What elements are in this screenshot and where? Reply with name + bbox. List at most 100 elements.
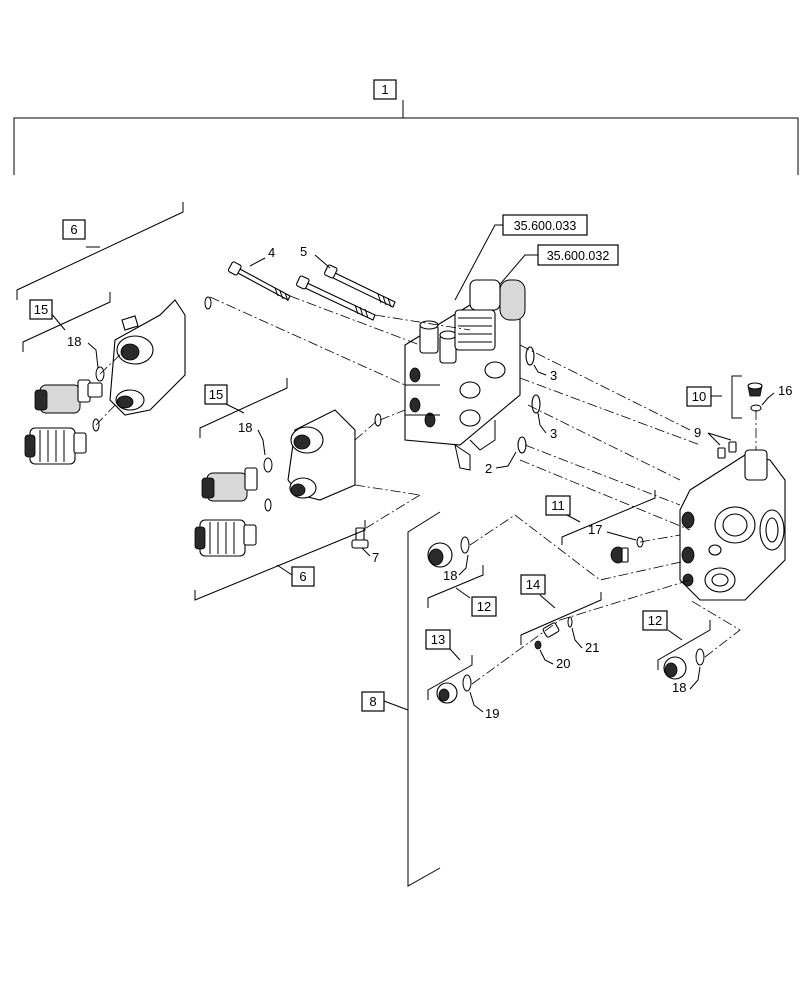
- o-ring-18-upper-left: [95, 366, 105, 382]
- callout-10[interactable]: 10: [686, 386, 712, 407]
- seal-18-kit-12-lower: [695, 648, 705, 666]
- label-21: 21: [571, 627, 599, 655]
- svg-text:7: 7: [372, 550, 379, 565]
- control-valve-stack: [404, 279, 526, 471]
- seal-18-kit-12: [460, 536, 470, 554]
- svg-text:4: 4: [268, 245, 275, 260]
- svg-text:8: 8: [369, 694, 376, 709]
- callout-12-lower[interactable]: 12: [642, 610, 668, 631]
- svg-text:20: 20: [556, 656, 570, 671]
- callout-15-lower[interactable]: 15: [204, 384, 228, 405]
- svg-text:16: 16: [778, 383, 792, 398]
- kit-bracket-10: [711, 375, 742, 419]
- svg-text:21: 21: [585, 640, 599, 655]
- label-19: 19: [469, 691, 499, 721]
- svg-text:15: 15: [34, 302, 48, 317]
- svg-text:11: 11: [551, 498, 565, 513]
- screw-9-a: [717, 447, 726, 459]
- svg-text:13: 13: [431, 632, 445, 647]
- svg-text:17: 17: [588, 522, 602, 537]
- ref-35-600-033[interactable]: 35.600.033: [502, 214, 588, 236]
- plug-17: [610, 546, 629, 564]
- ref-35-600-032[interactable]: 35.600.032: [537, 244, 619, 266]
- label-17: 17: [588, 522, 637, 541]
- plug-18-kit-12-lower: [663, 656, 687, 680]
- o-ring-lower-left-2: [264, 498, 272, 512]
- o-ring-upper-left-3: [204, 296, 212, 310]
- o-ring-upper-left-2: [92, 418, 100, 432]
- svg-text:18: 18: [67, 334, 81, 349]
- kit-bracket-8: [407, 511, 441, 887]
- svg-text:14: 14: [526, 577, 540, 592]
- coupler-upper-left: [34, 379, 103, 414]
- callout-13[interactable]: 13: [425, 629, 451, 650]
- manifold-block-upper: [109, 299, 186, 416]
- o-ring-2: [517, 436, 527, 454]
- kit-bracket-13: [427, 648, 473, 700]
- svg-text:18: 18: [443, 568, 457, 583]
- label-2: 2: [485, 451, 517, 476]
- callout-6-upper[interactable]: 6: [62, 219, 86, 240]
- label-16: 16: [761, 383, 792, 406]
- assembly-bracket-1: [13, 100, 799, 175]
- callout-14[interactable]: 14: [520, 574, 546, 595]
- o-ring-3-upper: [525, 346, 535, 366]
- ref-35-600-033-text: 35.600.033: [514, 219, 577, 233]
- bolt-5-upper: [296, 275, 376, 321]
- label-3-lower: 3: [537, 412, 557, 441]
- valve-insert-20: [534, 622, 560, 650]
- callout-1-text: 1: [381, 82, 388, 97]
- svg-text:2: 2: [485, 461, 492, 476]
- svg-text:3: 3: [550, 426, 557, 441]
- label-18-d: 18: [672, 666, 701, 695]
- callout-15-upper[interactable]: 15: [29, 299, 53, 320]
- svg-text:19: 19: [485, 706, 499, 721]
- o-ring-18-lower-left: [263, 457, 273, 473]
- svg-text:3: 3: [550, 368, 557, 383]
- svg-text:9: 9: [694, 425, 701, 440]
- ref-35-600-032-text: 35.600.032: [547, 249, 610, 263]
- coupler-mid-upper: [201, 467, 258, 502]
- kit-bracket-12-lower: [657, 620, 711, 670]
- svg-text:18: 18: [672, 680, 686, 695]
- end-cover-housing: [679, 449, 786, 601]
- svg-text:6: 6: [70, 222, 77, 237]
- bolt-5-lower: [324, 264, 396, 308]
- kit-bracket-11: [561, 490, 656, 545]
- label-4: 4: [249, 245, 275, 267]
- callout-12-upper[interactable]: 12: [471, 596, 497, 617]
- seal-21: [567, 616, 573, 628]
- screw-9-b: [728, 441, 737, 453]
- svg-text:6: 6: [299, 569, 306, 584]
- bolt-4: [227, 261, 291, 302]
- callout-8[interactable]: 8: [361, 691, 385, 712]
- svg-text:12: 12: [477, 599, 491, 614]
- kit-bracket-15-lower: [199, 378, 288, 438]
- label-9: 9: [694, 425, 732, 446]
- callout-6-lower[interactable]: 6: [291, 566, 315, 587]
- kit-bracket-6-lower: [194, 520, 366, 601]
- kit-bracket-12-upper: [427, 565, 484, 608]
- label-3-upper: 3: [533, 364, 557, 383]
- kit-bracket-14: [520, 592, 602, 645]
- label-18-a: 18: [67, 334, 99, 369]
- svg-text:15: 15: [209, 387, 223, 402]
- callout-1[interactable]: 1: [373, 79, 397, 100]
- coupler-lower-left: [24, 427, 87, 465]
- label-5: 5: [300, 244, 331, 269]
- plug-18-kit-12: [427, 542, 453, 568]
- o-ring-3-lower: [531, 394, 541, 414]
- label-18-b: 18: [238, 420, 266, 456]
- manifold-block-lower: [287, 409, 356, 501]
- label-7: 7: [361, 547, 379, 565]
- bolt-7: [351, 527, 369, 549]
- coupler-mid-lower: [194, 519, 257, 557]
- plug-19: [436, 682, 458, 704]
- plug-16: [747, 382, 763, 397]
- svg-text:12: 12: [648, 613, 662, 628]
- svg-text:5: 5: [300, 244, 307, 259]
- callout-11[interactable]: 11: [545, 495, 571, 516]
- assembly-centerlines: [95, 295, 757, 685]
- label-20: 20: [539, 649, 570, 671]
